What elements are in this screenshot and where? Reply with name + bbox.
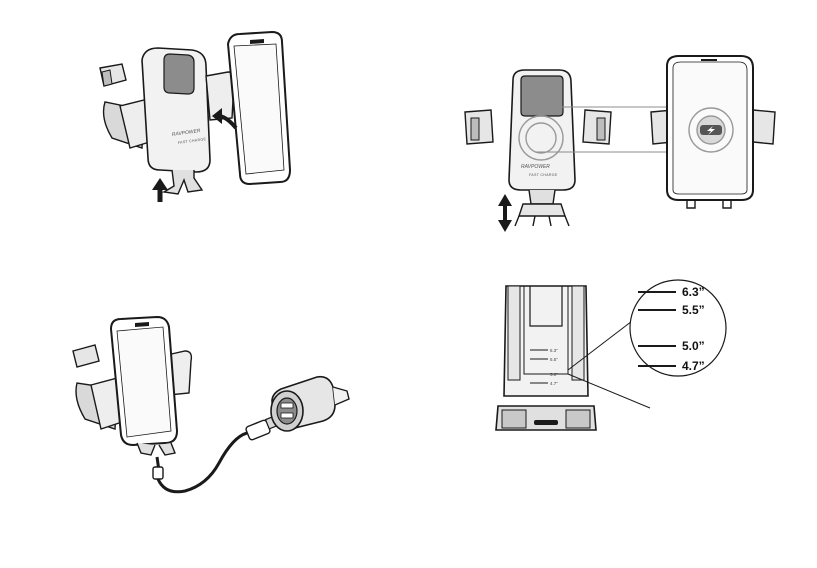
phone-back-view (651, 56, 775, 208)
car-charger-drawing (55, 295, 355, 510)
brand-model-front: FAST CHARGE (529, 173, 558, 177)
mount-back-plate: 6.3” 5.5” 5.0” 4.7” (496, 286, 596, 430)
bottom-support-feet (164, 170, 202, 194)
coil-alignment-drawing: RAVPOWER FAST CHARGE (455, 40, 785, 240)
tick-label-5-0: 5.0” (550, 372, 558, 377)
double-arrow-icon (498, 194, 512, 232)
bottom-support-feet-2 (137, 443, 175, 455)
lightning-icon (700, 125, 722, 135)
illustration-insert-phone: RAVPOWER FAST CHARGE (60, 20, 320, 220)
illustration-car-charger (55, 295, 355, 510)
phone (228, 32, 290, 184)
mount-front-view: RAVPOWER FAST CHARGE (465, 70, 611, 226)
size-label-6-3: 6.3” (682, 285, 705, 299)
tick-label-4-7: 4.7” (550, 381, 558, 386)
tick-label-5-5: 5.5” (550, 357, 558, 362)
arrow-up-icon (152, 178, 168, 202)
size-scale-drawing: 6.3” 5.5” 5.0” 4.7” 6.3” 5.5” 5.0” 4.7” (490, 270, 730, 440)
size-label-4-7: 4.7” (682, 359, 705, 373)
size-label-5-0: 5.0” (682, 339, 705, 353)
illustration-size-scale: 6.3” 5.5” 5.0” 4.7” 6.3” 5.5” 5.0” 4.7” (490, 270, 730, 440)
insert-phone-drawing: RAVPOWER FAST CHARGE (60, 20, 320, 220)
phone-in-mount (111, 317, 177, 445)
mount-body: RAVPOWER FAST CHARGE (142, 48, 210, 172)
brand-logo-front: RAVPOWER (521, 164, 550, 170)
illustration-coil-alignment: RAVPOWER FAST CHARGE (455, 40, 785, 240)
car-charger (271, 377, 349, 431)
size-label-5-5: 5.5” (682, 303, 705, 317)
size-callout: 6.3” 5.5” 5.0” 4.7” (568, 280, 726, 408)
tick-label-6-3: 6.3” (550, 348, 558, 353)
